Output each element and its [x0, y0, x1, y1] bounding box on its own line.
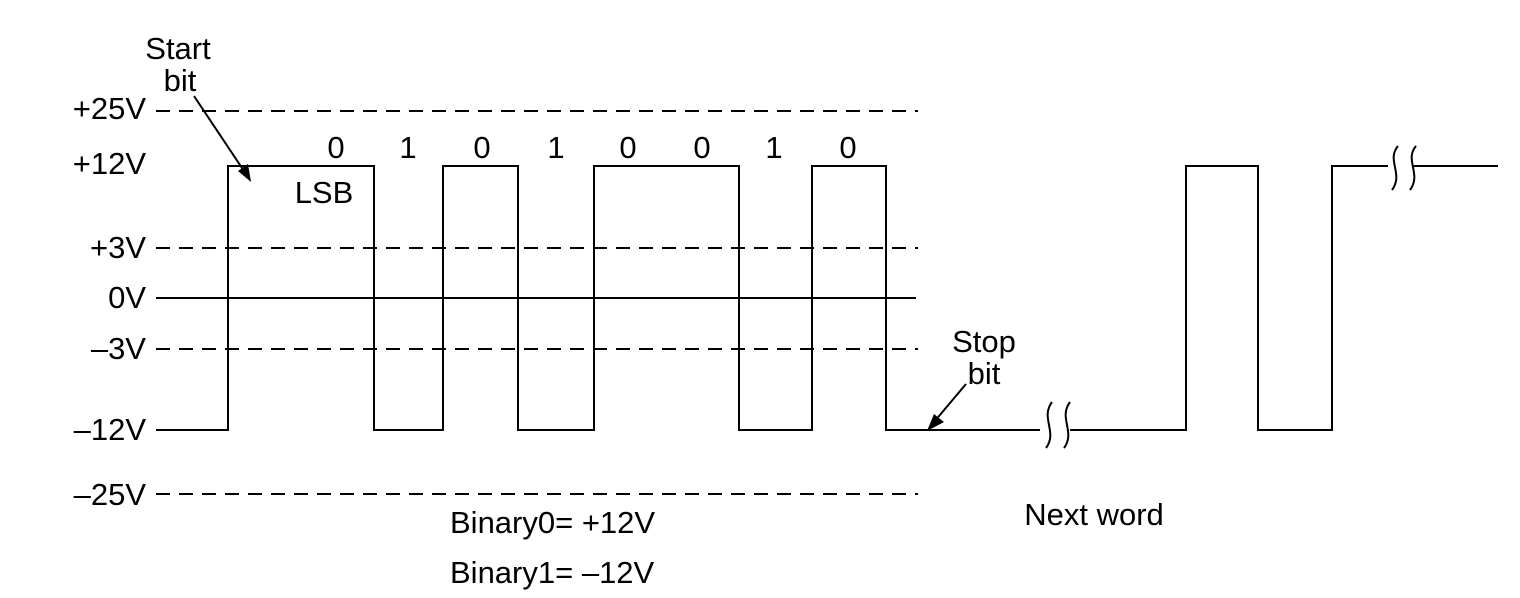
binary1-legend: Binary1= –12V: [450, 555, 655, 590]
bit-label-1: 0: [327, 130, 344, 165]
stop-bit-label-line1: Stop: [952, 324, 1016, 359]
start-bit-label-line1: Start: [145, 31, 211, 66]
waveform-first-word: [156, 165, 1040, 431]
bit-label-4: 1: [547, 130, 564, 165]
bit-label-3: 0: [473, 130, 490, 165]
next-word-label: Next word: [1024, 497, 1164, 532]
bit-label-8: 0: [839, 130, 856, 165]
level-label-plus3: +3V: [90, 230, 146, 265]
level-label-minus3: –3V: [91, 331, 146, 366]
bit-label-2: 1: [399, 130, 416, 165]
bit-label-7: 1: [765, 130, 782, 165]
bit-label-6: 0: [693, 130, 710, 165]
start-bit-label-line2: bit: [164, 63, 197, 98]
bit-label-5: 0: [619, 130, 636, 165]
binary0-legend: Binary0= +12V: [450, 505, 655, 540]
level-label-plus12: +12V: [73, 146, 147, 181]
level-label-zero: 0V: [108, 280, 146, 315]
lsb-label: LSB: [295, 175, 354, 210]
waveform-next-word: [1070, 165, 1388, 431]
start-bit-arrow-line: [193, 95, 247, 175]
start-bit-arrowhead: [238, 164, 251, 182]
level-label-plus25: +25V: [73, 91, 147, 126]
line-break-symbol-low: [1045, 401, 1071, 449]
stop-bit-arrow-line: [933, 383, 967, 423]
line-break-symbol-high: [1391, 145, 1417, 191]
level-label-minus25: –25V: [74, 477, 147, 512]
level-label-minus12: –12V: [74, 412, 147, 447]
stop-bit-label-line2: bit: [968, 356, 1001, 391]
stop-bit-arrowhead: [927, 414, 944, 431]
